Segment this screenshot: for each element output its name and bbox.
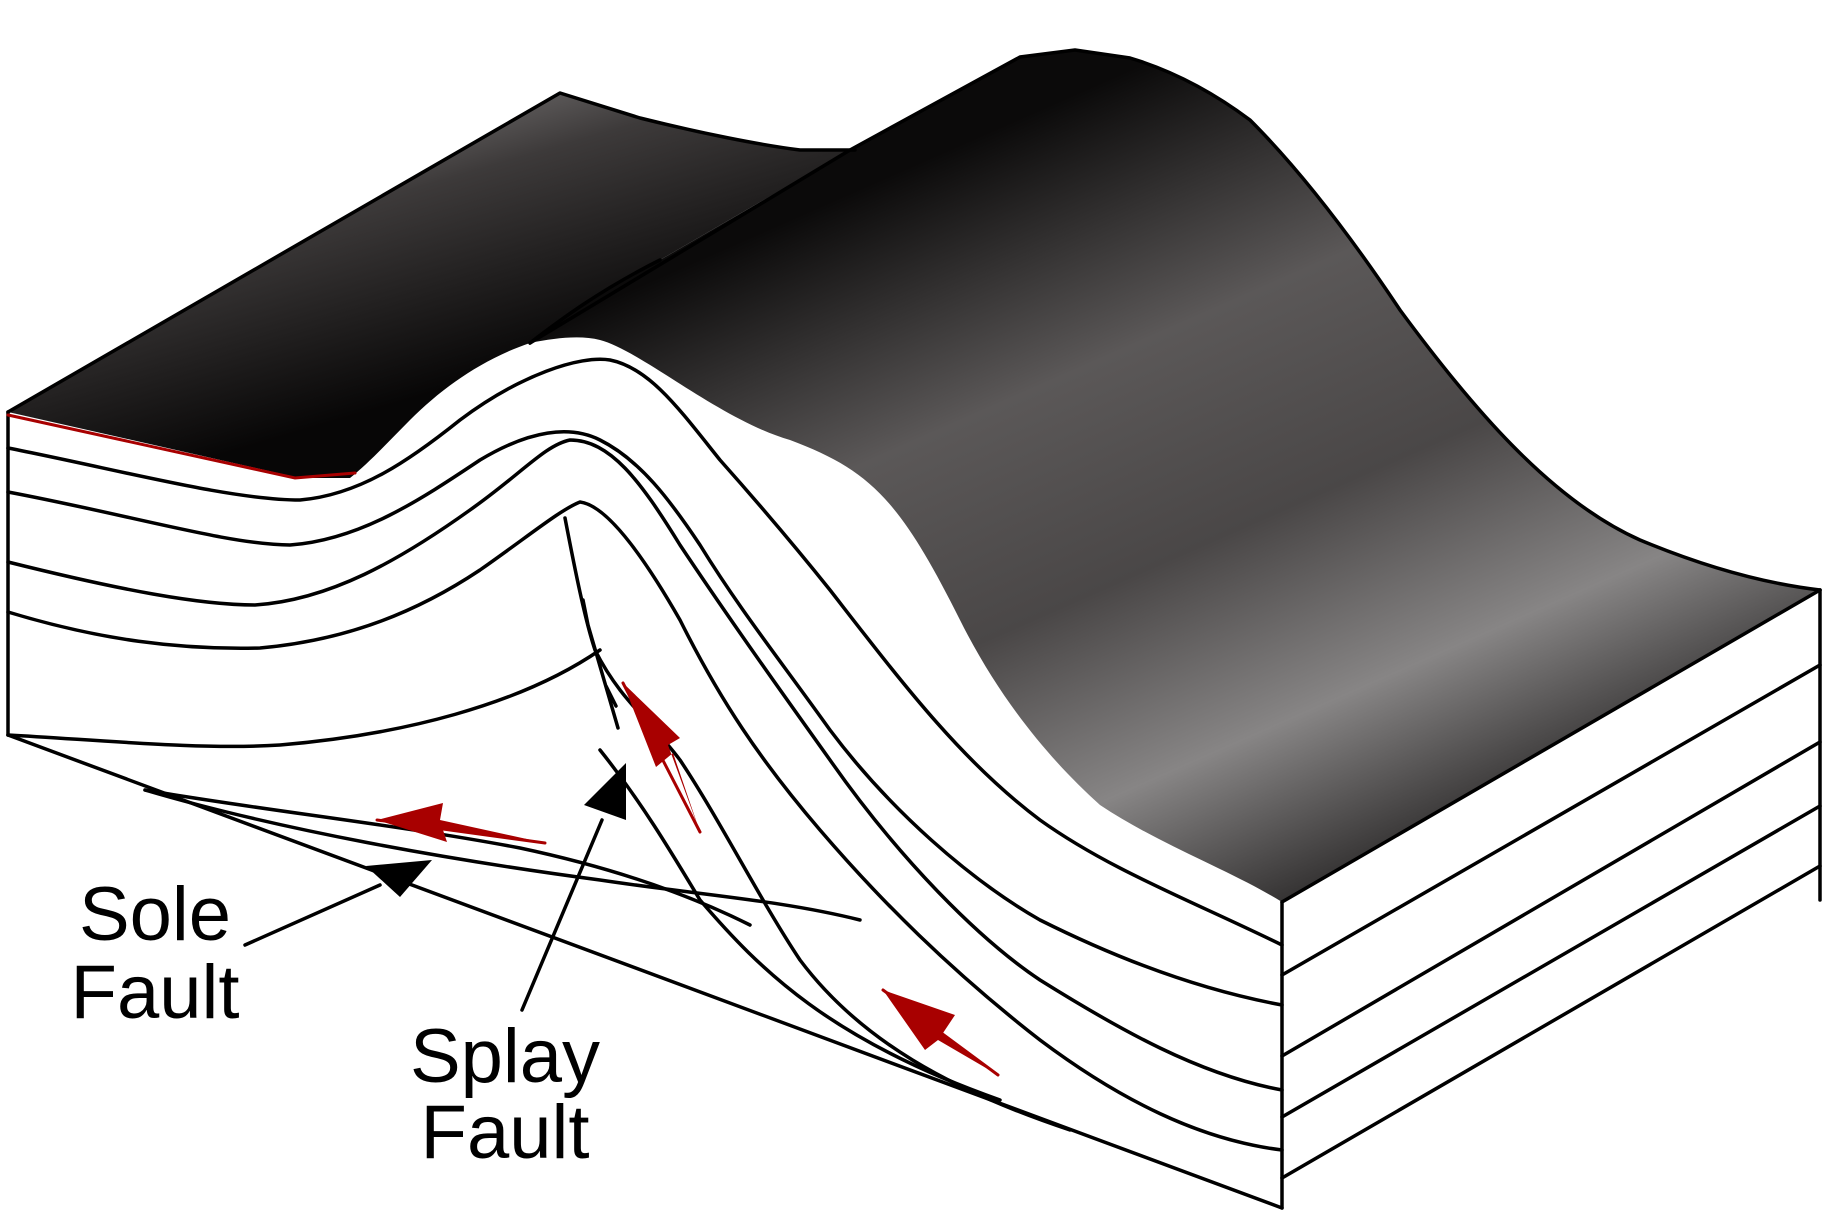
fault-motion-indicators (6, 413, 1000, 1077)
sole-fault-trace (143, 788, 862, 922)
splay-fault-sliver (581, 598, 620, 730)
arrow-icon (366, 860, 432, 897)
layer-boundary (6, 430, 1284, 1007)
right-surface (530, 50, 1820, 902)
arrow-icon (243, 883, 382, 947)
top-surface (8, 50, 1820, 902)
bedding-layers (6, 357, 1284, 1152)
layer-boundary (6, 438, 1284, 1092)
sole-fault-label-line2: Fault (71, 950, 240, 1035)
footwall-layer-boundary (598, 748, 1002, 1102)
pointer-arrows (243, 763, 626, 1012)
top-left-edge (6, 91, 857, 414)
right-face-layer (1280, 740, 1822, 1058)
labels: Sole Fault Splay Fault (71, 872, 601, 1175)
faults (143, 516, 1072, 1132)
right-face-layer (1280, 663, 1822, 977)
hinge-line (528, 258, 662, 345)
slip-line (881, 988, 1000, 1077)
arrow-icon (520, 818, 604, 1012)
sole-fault-label-line1: Sole (79, 872, 231, 957)
right-face-layer (1280, 804, 1822, 1119)
right-face-layer (1280, 864, 1822, 1180)
arrow-icon (584, 763, 626, 820)
splay-fault-label-line1: Splay (410, 1014, 600, 1099)
left-surface (8, 93, 850, 478)
front-face (8, 336, 1282, 1208)
splay-fault-label-line2: Fault (421, 1090, 590, 1175)
layer-boundary (6, 500, 1284, 1152)
slip-line (375, 818, 547, 845)
front-top-edge (1280, 588, 1822, 904)
slip-line (621, 681, 702, 834)
right-face-layers (1280, 663, 1822, 1180)
half-arrow-icon (377, 803, 545, 843)
layer-boundary (6, 357, 1284, 947)
surface-fault-trace (6, 413, 357, 480)
layer-boundary (6, 648, 602, 749)
top-ridge-edge (528, 48, 1822, 592)
